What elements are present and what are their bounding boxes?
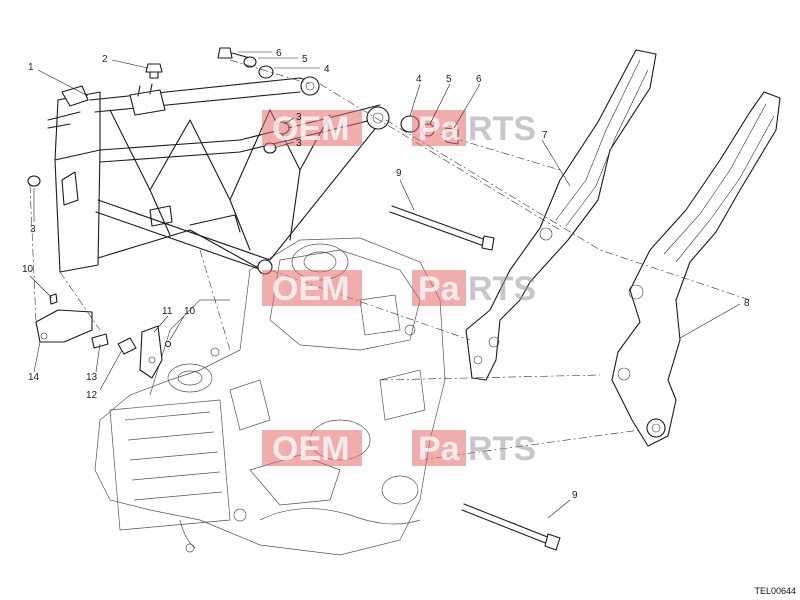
fastener-group-upper — [217, 47, 274, 79]
side-plate-right — [611, 91, 781, 447]
callout-3-middle: 3 — [296, 138, 302, 149]
watermark-rts-bottom: RTS — [468, 430, 536, 468]
callout-6-right: 6 — [476, 74, 482, 85]
callout-13: 13 — [86, 372, 98, 383]
callout-1: 1 — [28, 62, 34, 73]
callout-3-left: 3 — [30, 224, 36, 235]
watermark-rts-middle: RTS — [468, 270, 536, 308]
callout-labels: 1 2 3 3 3 6 5 4 4 5 6 7 8 9 9 10 10 11 1… — [22, 48, 750, 501]
watermark-oem-middle: OEM — [272, 270, 349, 308]
callout-10-right: 10 — [184, 306, 196, 317]
callout-6-upper: 6 — [276, 48, 282, 59]
callout-2: 2 — [102, 54, 108, 65]
rubber-cap — [145, 63, 163, 79]
callout-11: 11 — [162, 306, 173, 317]
callout-3-upper: 3 — [296, 112, 302, 123]
callout-12: 12 — [86, 390, 98, 401]
watermark-pa-bottom: Pa — [418, 430, 461, 468]
watermark-oem-bottom: OEM — [272, 430, 349, 468]
watermark-pa-middle: Pa — [418, 270, 461, 308]
callout-7: 7 — [542, 130, 548, 141]
leader-lines — [29, 51, 741, 519]
watermark-rts-top: RTS — [468, 110, 536, 148]
long-bolt-upper — [389, 205, 495, 251]
callout-8: 8 — [744, 298, 750, 309]
trellis-frame — [47, 76, 390, 275]
callout-5-right: 5 — [446, 74, 452, 85]
watermark-oem-top: OEM — [272, 110, 349, 148]
watermark-pa-top: Pa — [418, 110, 461, 148]
footrest-bracket-right — [117, 325, 172, 379]
callout-4-right: 4 — [416, 74, 422, 85]
watermark-top: OEM Pa RTS — [262, 110, 536, 148]
callout-14: 14 — [28, 372, 40, 383]
callout-5-upper: 5 — [302, 54, 308, 65]
watermark-middle: OEM Pa RTS — [262, 270, 536, 308]
long-bolt-lower — [461, 503, 561, 551]
drawing-code: TEL00644 — [754, 586, 796, 596]
watermark-bottom: OEM Pa RTS — [262, 430, 536, 468]
callout-10-left: 10 — [22, 264, 34, 275]
callout-9-upper: 9 — [396, 168, 402, 179]
side-plate-left — [465, 49, 657, 381]
footrest-bracket-left — [35, 293, 109, 349]
callout-4-upper: 4 — [324, 64, 330, 75]
callout-9-lower: 9 — [572, 490, 578, 501]
